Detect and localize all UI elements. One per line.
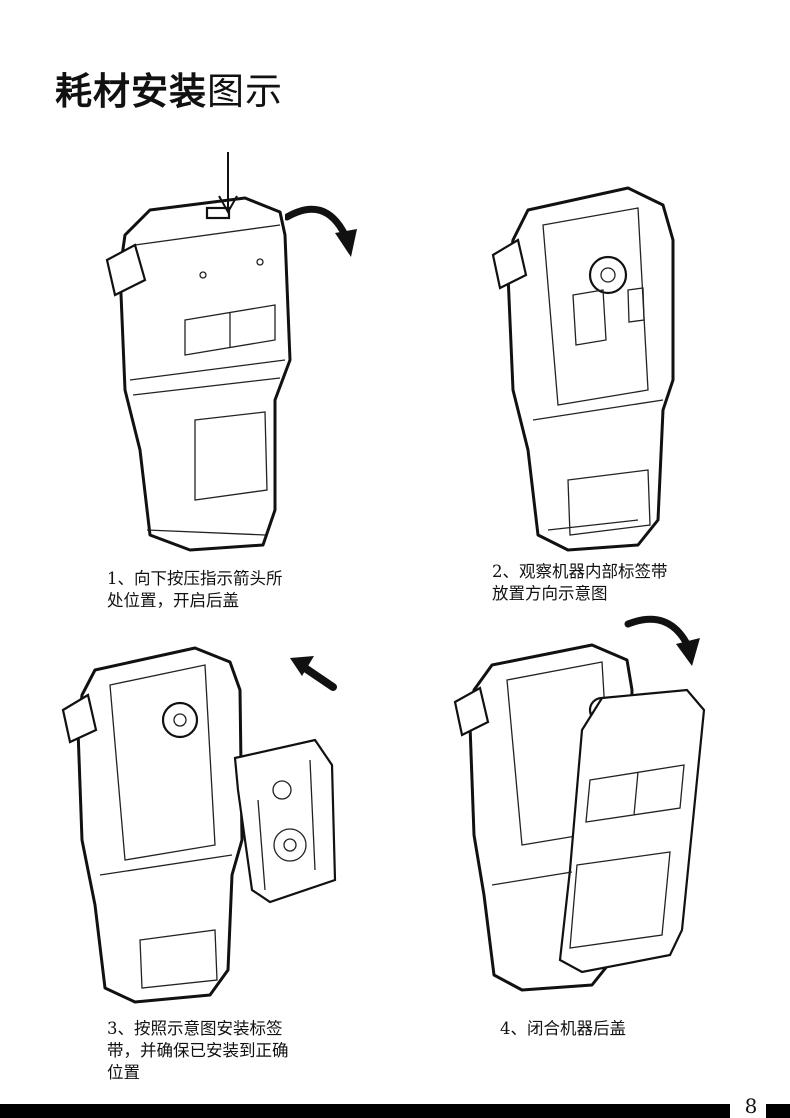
down-arrow-icon: [218, 152, 238, 215]
step-2-caption: 2、观察机器内部标签带 放置方向示意图: [492, 562, 668, 603]
footer-bar-end: [766, 1104, 790, 1118]
title-bold-part: 耗材安装: [55, 70, 207, 113]
step-2-illustration: [488, 180, 698, 560]
step-1-illustration: [95, 150, 365, 560]
step-3-illustration: [60, 640, 350, 1010]
page-title: 耗材安装图示: [55, 70, 283, 114]
title-normal-part: 图示: [207, 70, 283, 113]
step-4-illustration: [452, 610, 717, 1000]
step-4-caption: 4、闭合机器后盖: [500, 1019, 626, 1038]
step-3-caption: 3、按照示意图安装标签 带，并确保已安装到正确 位置: [107, 1019, 289, 1082]
footer-bar: [0, 1104, 730, 1118]
step-1-caption: 1、向下按压指示箭头所 处位置，开启后盖: [107, 569, 283, 610]
page-number: 8: [744, 1094, 758, 1118]
curved-arrow-icon: [624, 615, 700, 666]
curved-arrow-icon: [285, 205, 357, 257]
insert-arrow-icon: [290, 656, 337, 691]
